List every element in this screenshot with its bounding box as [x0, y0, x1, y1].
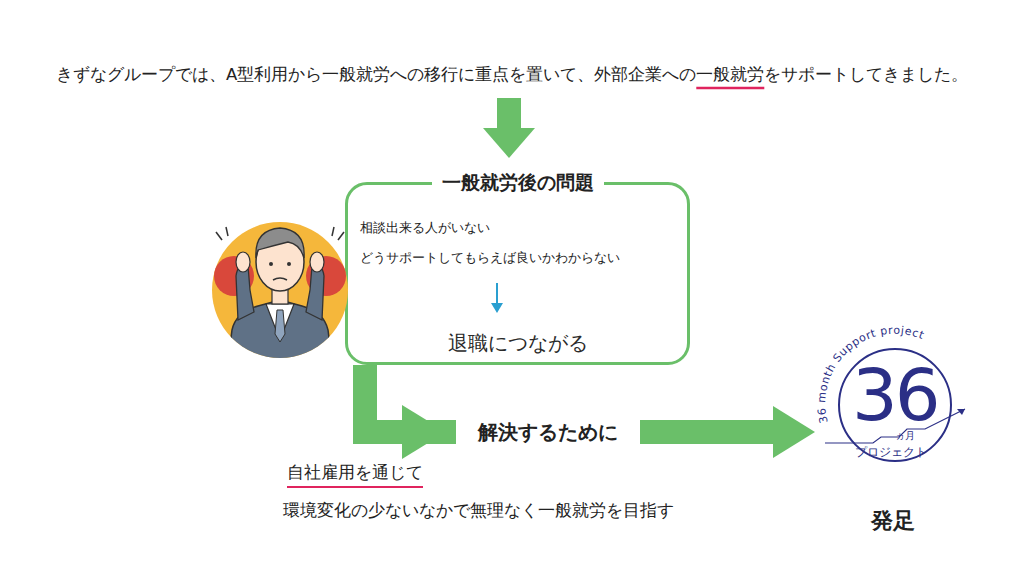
- result-text: 退職につながる: [448, 330, 588, 357]
- goal-text: 環境変化の少ないなかで無理なく一般就労を目指す: [283, 499, 674, 522]
- logo-arrow-head: [957, 409, 965, 415]
- problem-box: 一般就労後の問題相談出来る人がいないどうサポートしてもらえば良いかわからない退職…: [345, 182, 690, 365]
- flow-arrow-head: [773, 406, 815, 458]
- blue-arrow: [491, 283, 503, 313]
- underline: [696, 87, 764, 90]
- flow-arrow: [365, 365, 815, 458]
- body-text: 相談出来る人がいない: [360, 219, 490, 237]
- logo-small-text: プロジェクト: [855, 446, 927, 458]
- launch-text: 発足: [871, 506, 915, 536]
- logo-ring: [839, 349, 951, 461]
- edge-label: 解決するために: [456, 416, 640, 448]
- intro-sentence: きずなグループでは、A型利用から一般就労への移行に重点を置いて、外部企業への一般…: [56, 64, 968, 86]
- project-logo: 36 month Support project36ヵ月プロジェクト: [815, 325, 975, 485]
- logo-small-text: ヵ月: [895, 431, 915, 441]
- body-text: どうサポートしてもらえば良いかわからない: [360, 249, 620, 267]
- underlined-text: 自社雇用を通じて: [287, 461, 423, 488]
- down-arrow: [483, 98, 535, 158]
- box-heading: 一般就労後の問題: [432, 170, 604, 196]
- logo-number: 36: [852, 359, 938, 431]
